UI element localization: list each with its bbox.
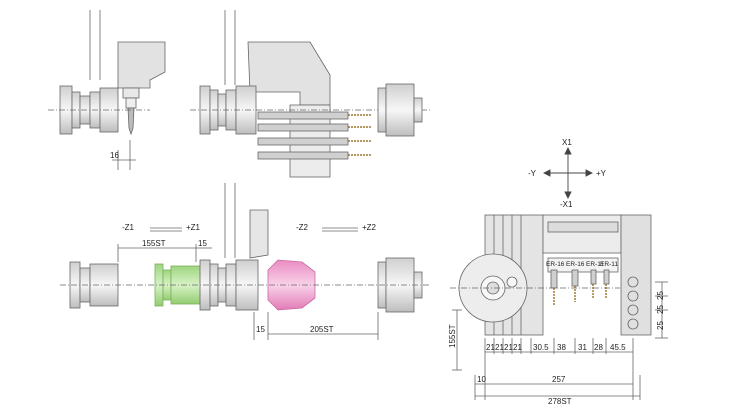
spacing-dim: 21 [495, 343, 504, 352]
spacing-dim: 21 [486, 343, 495, 352]
bottom-left-view [60, 183, 430, 340]
spacing-dim: 21 [504, 343, 513, 352]
dim-205st: 205ST [310, 325, 334, 334]
axis-minus-z2: -Z2 [296, 223, 309, 232]
top-left-view [48, 10, 166, 170]
turret-view [450, 214, 668, 400]
axis-plus-y: +Y [596, 169, 607, 178]
axis-minus-y: -Y [528, 169, 537, 178]
spacing-dim: 31 [578, 343, 587, 352]
right-dim: 25 [656, 291, 665, 300]
spacing-dim: 28 [594, 343, 603, 352]
axis-plus-z2: +Z2 [362, 223, 377, 232]
dim-257: 257 [552, 375, 566, 384]
dim-16: 16 [110, 151, 119, 160]
axis-plus-z1: +Z1 [186, 223, 201, 232]
dim-278st: 278ST [548, 397, 572, 406]
spacing-dim: 30.5 [533, 343, 549, 352]
holder-label: ER-16 [566, 261, 585, 268]
spacing-dim: 38 [557, 343, 566, 352]
spacing-dim: 21 [513, 343, 522, 352]
dim-15-top: 15 [198, 239, 207, 248]
dim-10: 10 [477, 375, 486, 384]
dim-155st: 155ST [142, 239, 166, 248]
right-dims: 25 25 25 [656, 291, 665, 330]
holder-label: ER-16 [546, 261, 565, 268]
holder-label: ER-11 [600, 261, 618, 268]
spacing-dims: 21 21 21 21 30.5 38 31 28 45.5 [486, 343, 626, 352]
axis-x1: X1 [562, 138, 572, 147]
right-dim: 25 [656, 321, 665, 330]
spacing-dim: 45.5 [610, 343, 626, 352]
dim-vertical-155st: 155ST [448, 324, 457, 348]
xy-axes [542, 146, 594, 200]
top-right-view [190, 10, 430, 178]
dim-15-bottom: 15 [256, 325, 265, 334]
axis-minus-z1: -Z1 [122, 223, 135, 232]
holder-labels: ER-16 ER-16 ER-11 ER-11 [546, 261, 618, 268]
right-dim: 25 [656, 305, 665, 314]
axis-minus-x1: -X1 [560, 200, 573, 209]
holder-label: ER-11 [586, 261, 604, 268]
